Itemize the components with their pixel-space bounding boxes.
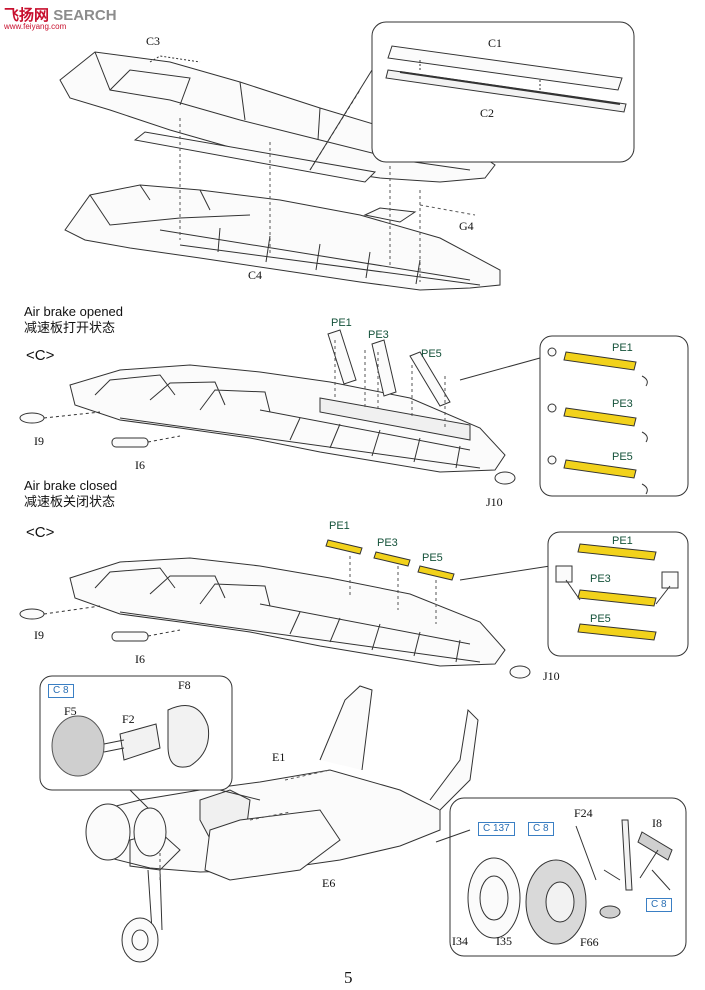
- label-pe3-opened: PE3: [368, 329, 389, 341]
- label-f8: F8: [178, 678, 191, 692]
- label-f5: F5: [64, 704, 77, 718]
- label-j10-closed: J10: [543, 669, 560, 683]
- color-ref-c137: C 137: [478, 822, 515, 836]
- inset-label-pe1-opened: PE1: [612, 342, 633, 354]
- label-i6-closed: I6: [135, 652, 145, 666]
- flap-part-top: [133, 131, 377, 183]
- inset-label-pe5-closed: PE5: [590, 613, 611, 625]
- color-ref-c8-left: C 8: [48, 684, 74, 698]
- label-j10-opened: J10: [486, 495, 503, 509]
- color-ref-c8-strut: C 8: [646, 898, 672, 912]
- inset-label-pe3-opened: PE3: [612, 398, 633, 410]
- label-e6: E6: [322, 876, 336, 890]
- watermark-text: SEARCH: [53, 7, 117, 24]
- marker-c-opened: <C>: [26, 347, 55, 364]
- label-c1: C1: [488, 36, 503, 50]
- label-e1: E1: [272, 750, 286, 764]
- inset-label-pe1-closed: PE1: [612, 535, 633, 547]
- watermark-url: www.feiyang.com: [4, 22, 67, 31]
- air-brake-closed-title-cn: 减速板关闭状态: [24, 494, 116, 509]
- label-i9-opened: I9: [34, 434, 44, 448]
- inset-label-pe3-closed: PE3: [590, 573, 611, 585]
- watermark: 飞扬网 SEARCH: [4, 4, 117, 25]
- label-f2: F2: [122, 712, 135, 726]
- label-pe1-closed: PE1: [329, 520, 350, 532]
- label-g4: G4: [459, 219, 474, 233]
- inset-label-pe5-opened: PE5: [612, 451, 633, 463]
- label-i9-closed: I9: [34, 628, 44, 642]
- label-c2: C2: [480, 106, 495, 120]
- label-f24: F24: [574, 806, 593, 820]
- watermark-brand: 飞扬网: [4, 7, 50, 24]
- air-brake-opened-title-cn: 减速板打开状态: [24, 320, 116, 335]
- label-c4: C4: [248, 268, 263, 282]
- wing-closed: [69, 557, 506, 667]
- nose-gear: [121, 869, 163, 963]
- label-i8: I8: [652, 816, 662, 830]
- air-brake-closed-title: Air brake closed: [24, 478, 118, 493]
- label-i34: I34: [452, 934, 468, 948]
- wing-lower-part: [64, 184, 501, 291]
- label-pe3-closed: PE3: [377, 537, 398, 549]
- wing-opened: [69, 364, 506, 473]
- fuselage-assembly: [99, 685, 479, 881]
- color-ref-c8-wheel: C 8: [528, 822, 554, 836]
- label-pe1-opened: PE1: [331, 317, 352, 329]
- air-brake-opened-title: Air brake opened: [24, 304, 124, 319]
- page-number: 5: [344, 968, 353, 987]
- label-pe5-closed: PE5: [422, 552, 443, 564]
- label-f66: F66: [580, 935, 599, 949]
- label-pe5-opened: PE5: [421, 348, 442, 360]
- label-i35: I35: [496, 934, 512, 948]
- label-i6-opened: I6: [135, 458, 145, 472]
- marker-c-closed: <C>: [26, 524, 55, 541]
- label-c3: C3: [146, 34, 161, 48]
- part-i9-opened-shape: [19, 412, 45, 424]
